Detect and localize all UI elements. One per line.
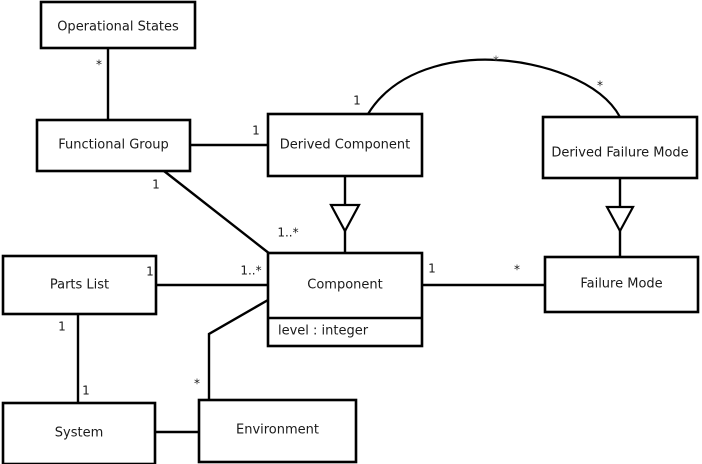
class-name-derived-failure-mode: Derived Failure Mode: [551, 146, 688, 161]
class-frame-parts-list: [1, 254, 158, 316]
multiplicity-label-m-sys-pl: 1: [82, 384, 90, 398]
multiplicity-label-m-comp-pl: 1..*: [240, 264, 261, 278]
class-frame-component: [266, 251, 424, 348]
class-box-parts-list[interactable]: Parts List: [1, 254, 158, 316]
class-name-operational-states: Operational States: [57, 20, 179, 35]
class-frame-functional-group: [35, 118, 192, 173]
multiplicity-label-m-comp-fg: 1..*: [277, 226, 298, 240]
class-box-operational-states[interactable]: Operational States: [39, 0, 197, 50]
class-box-derived-failure-mode[interactable]: Derived Failure Mode: [541, 115, 699, 180]
class-box-derived-component[interactable]: Derived Component: [266, 112, 424, 178]
generalization-layer: [329, 176, 635, 257]
generalization-arrow-derivedfailuremode-to-failuremode: [605, 205, 635, 234]
class-box-failure-mode[interactable]: Failure Mode: [543, 255, 700, 314]
class-attribute-component-0: level : integer: [278, 324, 369, 339]
class-name-component: Component: [307, 278, 382, 293]
multiplicity-label-m-fm-comp: *: [514, 263, 520, 277]
multiplicity-label-m-comp-fm: 1: [428, 262, 436, 276]
class-name-environment: Environment: [236, 423, 319, 438]
class-frame-derived-failure-mode: [541, 115, 699, 180]
class-box-component[interactable]: Component level : integer: [266, 251, 424, 348]
multiplicity-label-m-arc-apex: *: [493, 54, 499, 68]
generalization-arrow-derivedcomponent-to-component: [329, 203, 361, 234]
class-box-system[interactable]: System: [1, 401, 157, 464]
class-box-functional-group[interactable]: Functional Group: [35, 118, 192, 173]
class-name-system: System: [55, 426, 103, 441]
multiplicity-label-m-opstates: *: [96, 58, 102, 72]
class-name-parts-list: Parts List: [50, 278, 109, 293]
class-name-functional-group: Functional Group: [58, 138, 169, 153]
class-box-environment[interactable]: Environment: [197, 398, 358, 464]
class-name-derived-component: Derived Component: [280, 138, 411, 153]
multiplicity-label-m-pl-sys: 1: [58, 320, 66, 334]
class-name-failure-mode: Failure Mode: [580, 277, 662, 292]
class-frame-system: [1, 401, 157, 464]
association-arc-derivedcomponent-derivedfailuremode: [367, 58, 621, 118]
association-functionalgroup-component: [163, 170, 271, 255]
class-frame-failure-mode: [543, 255, 700, 314]
multiplicity-label-m-fg-comp: 1: [152, 178, 160, 192]
association-layer: [76, 48, 621, 434]
multiplicity-label-m-dfm-arc: *: [597, 79, 603, 93]
class-frame-environment: [197, 398, 358, 464]
multiplicity-label-m-fg-dc: 1: [252, 124, 260, 138]
association-component-environment: [207, 298, 269, 400]
multiplicity-layer: * 1 1 1 * * 1..* 1..* 1 1 * 1 1 *: [58, 54, 603, 398]
multiplicity-label-m-dc-arc: 1: [353, 94, 361, 108]
class-frame-derived-component: [266, 112, 424, 178]
multiplicity-label-m-env-comp: *: [194, 377, 200, 391]
class-frame-operational-states: [39, 0, 197, 50]
multiplicity-label-m-pl-comp: 1: [146, 265, 154, 279]
